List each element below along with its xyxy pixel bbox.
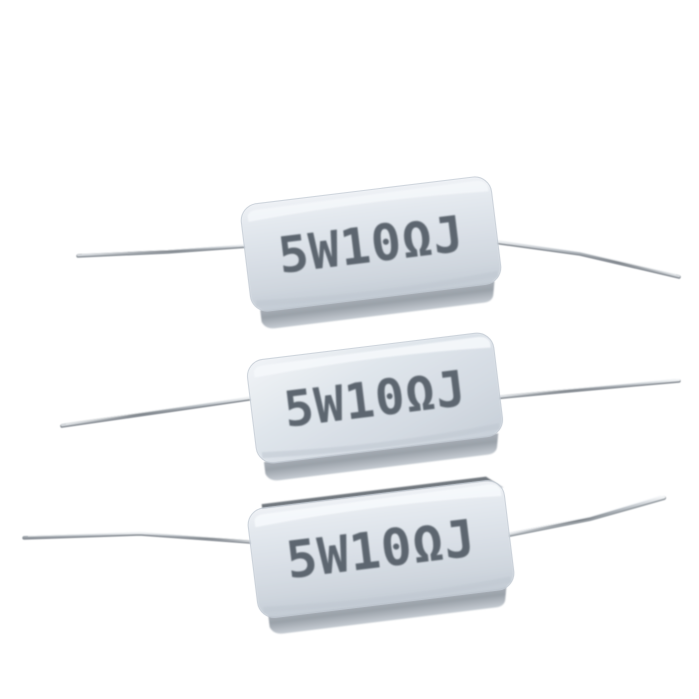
resistor-top-highlight [247,180,489,222]
resistor-bottom-body-outline [247,480,515,618]
resistor-top-right-lead [484,238,681,279]
resistor-top-lower-shade [256,270,498,307]
resistor-middle: 5W10ΩJ [60,332,681,481]
resistor-bottom-right-lead [501,495,667,539]
resistor-top-body: 5W10ΩJ [240,176,502,329]
resistor-middle-lower-shade [261,423,500,459]
resistor-middle-body: 5W10ΩJ [246,332,504,481]
resistor-middle-left-lead [60,395,258,428]
resistor-middle-highlight [253,336,491,378]
resistor-bottom-bottom-face [268,585,507,634]
resistor-middle-bottom-face [263,433,499,481]
resistor-middle-body-outline [246,332,504,464]
resistor-bottom-lower-shade [263,576,512,613]
resistor-top-left-lead [76,243,252,258]
resistor-top: 5W10ΩJ [76,176,681,329]
resistor-top-bottom-face [260,281,495,329]
resistor-bottom-highlight [254,484,502,528]
resistor-middle-right-lead [492,378,681,400]
resistor-top-body-outline [240,176,502,312]
resistor-bottom-body: 5W10ΩJ [247,476,515,634]
resistor-bottom: 5W10ΩJ [22,476,667,634]
resistor-bottom-left-lead [22,531,264,545]
